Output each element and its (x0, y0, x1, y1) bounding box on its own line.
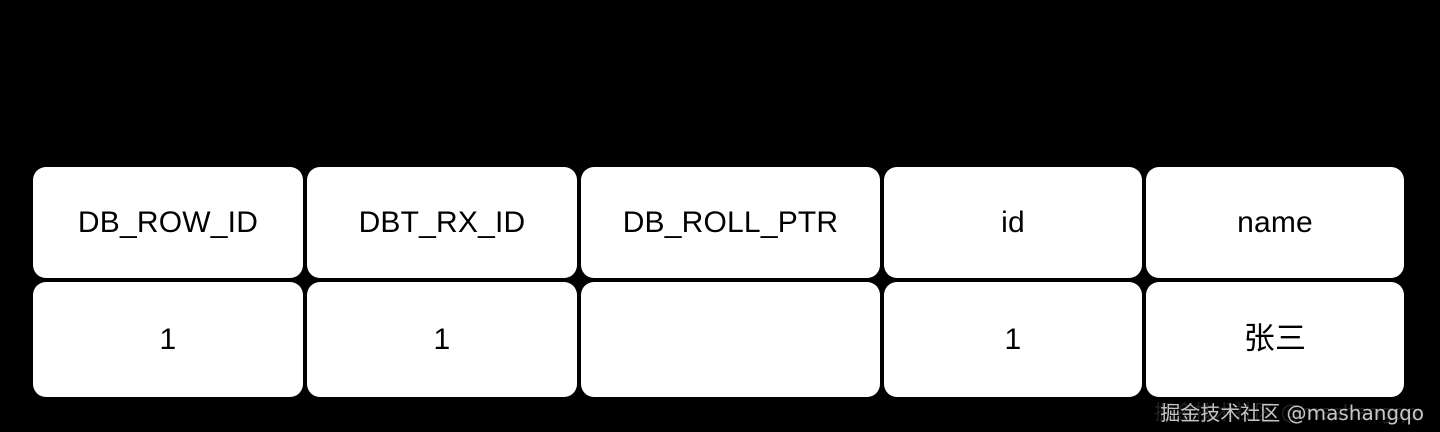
data-cell-dbt-rx-id: 1 (307, 282, 577, 397)
data-cell-db-row-id: 1 (33, 282, 303, 397)
header-cell-db-row-id: DB_ROW_ID (33, 167, 303, 278)
table-header-row: DB_ROW_ID DBT_RX_ID DB_ROLL_PTR id name (33, 167, 1406, 278)
cell-value: 1 (1004, 322, 1022, 356)
header-cell-name: name (1146, 167, 1404, 278)
data-cell-id: 1 (884, 282, 1142, 397)
cell-value: 1 (433, 322, 451, 356)
watermark-shadow-text: 掘金技术社区 @mashangqo (1154, 400, 1418, 424)
watermark: 掘金技术社区 @mashangqo 掘金技术社区 @mashangqo (1154, 400, 1424, 426)
header-label: DB_ROW_ID (77, 205, 259, 239)
data-cell-db-roll-ptr (581, 282, 880, 397)
header-label: name (1237, 205, 1313, 239)
header-cell-dbt-rx-id: DBT_RX_ID (307, 167, 577, 278)
cell-value: 1 (159, 322, 177, 356)
cell-value: 张三 (1243, 321, 1307, 357)
header-label: DB_ROLL_PTR (622, 205, 839, 239)
table-row: 1 1 1 张三 (33, 282, 1406, 397)
header-label: id (1001, 205, 1025, 239)
record-table: DB_ROW_ID DBT_RX_ID DB_ROLL_PTR id name … (33, 167, 1406, 397)
header-cell-id: id (884, 167, 1142, 278)
watermark-text: 掘金技术社区 @mashangqo (1160, 401, 1424, 425)
header-label: DBT_RX_ID (358, 205, 526, 239)
header-cell-db-roll-ptr: DB_ROLL_PTR (581, 167, 880, 278)
data-cell-name: 张三 (1146, 282, 1404, 397)
